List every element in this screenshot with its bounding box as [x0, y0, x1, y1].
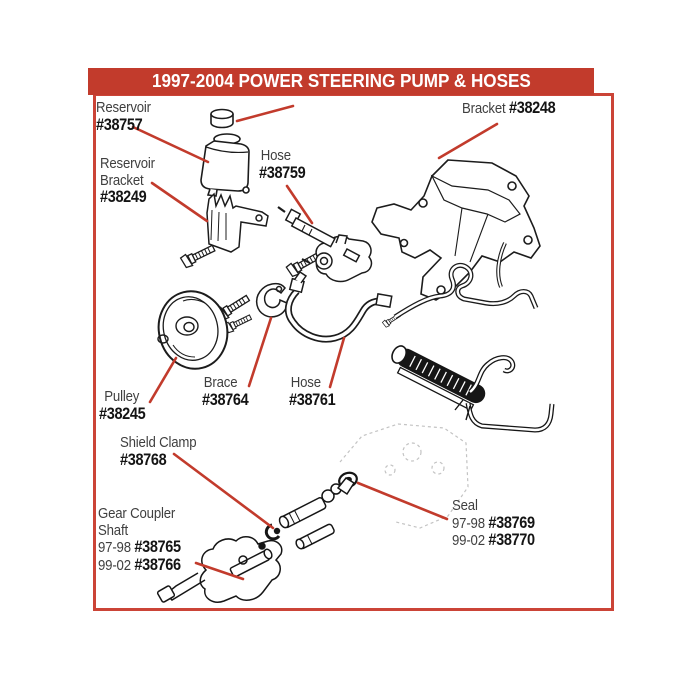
part-number: #38770 — [488, 531, 535, 549]
pump-drawing — [301, 234, 373, 283]
label-shield-clamp: Shield Clamp #38768 — [120, 434, 197, 469]
label-hose-38759: Hose #38759 — [259, 147, 306, 182]
part-name: Gear Coupler — [98, 505, 176, 522]
pulley-drawing — [157, 290, 229, 370]
part-number: #38245 — [99, 404, 146, 423]
label-gear-coupler-shaft: Gear Coupler Shaft 97-98 #38765 99-02 #3… — [98, 505, 181, 574]
part-name: Reservoir — [96, 99, 151, 116]
cooler-drawing — [391, 345, 555, 433]
leader-seal — [356, 481, 449, 521]
leader-brace — [247, 316, 273, 388]
leader-reservoir-bracket — [150, 181, 209, 223]
page-title: 1997-2004 POWER STEERING PUMP & HOSES — [151, 71, 531, 91]
leader-shield-clamp — [172, 452, 275, 530]
part-number: #38248 — [509, 99, 556, 117]
leader-gear-coupler — [194, 561, 245, 581]
label-reservoir-bracket: Reservoir Bracket #38249 — [100, 155, 155, 206]
return-hose-drawing — [393, 242, 539, 320]
part-name: Hose — [290, 374, 321, 391]
part-name: Bracket — [462, 100, 506, 117]
year-range: 97-98 — [98, 539, 131, 556]
coupler-shaft-drawing — [278, 477, 356, 550]
part-name: Shaft — [98, 521, 128, 539]
year-range: 97-98 — [452, 514, 485, 532]
part-number: #38768 — [120, 450, 167, 469]
label-brace: Brace #38764 — [202, 374, 249, 409]
label-bracket-38248: Bracket #38248 — [462, 99, 556, 118]
hose-38759-drawing — [277, 206, 361, 263]
brace-drawing — [255, 282, 288, 318]
reservoir-bracket-drawing — [206, 192, 269, 253]
part-number: #38764 — [202, 390, 249, 409]
part-name: Shield Clamp — [120, 434, 197, 451]
part-number: #38757 — [96, 115, 143, 134]
steering-gear-drawing — [156, 536, 283, 603]
part-name: Pulley — [104, 388, 140, 405]
part-number: #38766 — [134, 555, 181, 574]
part-number: #38761 — [289, 390, 336, 409]
leader-hose-38759 — [285, 184, 314, 225]
part-number: #38759 — [259, 163, 306, 182]
leader-lines — [131, 104, 499, 581]
part-number: #38249 — [100, 188, 147, 206]
part-name: Seal — [452, 497, 478, 514]
year-range: 99-02 — [452, 532, 485, 549]
firewall-ghost-drawing — [339, 423, 469, 529]
label-pulley: Pulley #38245 — [99, 388, 146, 423]
part-name: Bracket — [100, 171, 144, 189]
leader-pulley — [148, 356, 178, 404]
label-reservoir: Reservoir #38757 — [96, 99, 151, 134]
leader-bracket-38248 — [437, 122, 499, 160]
part-name: Hose — [260, 147, 291, 164]
label-hose-38761: Hose #38761 — [289, 374, 336, 409]
part-name: Reservoir — [100, 155, 155, 172]
reservoir-drawing — [200, 133, 250, 197]
label-seal: Seal 97-98 #38769 99-02 #38770 — [452, 497, 535, 550]
year-range: 99-02 — [98, 556, 131, 574]
mount-bracket-drawing — [371, 159, 541, 301]
leader-reservoir — [131, 125, 210, 164]
header-bar: 1997-2004 POWER STEERING PUMP & HOSES — [88, 68, 594, 95]
hose-38761-drawing — [284, 270, 393, 343]
leader-reservoir-cap — [235, 104, 295, 123]
part-number: #38769 — [488, 513, 535, 532]
part-name: Brace — [203, 374, 238, 391]
part-number: #38765 — [134, 538, 181, 556]
leader-hose-38761 — [328, 336, 346, 389]
reservoir-cap-drawing — [210, 108, 234, 129]
